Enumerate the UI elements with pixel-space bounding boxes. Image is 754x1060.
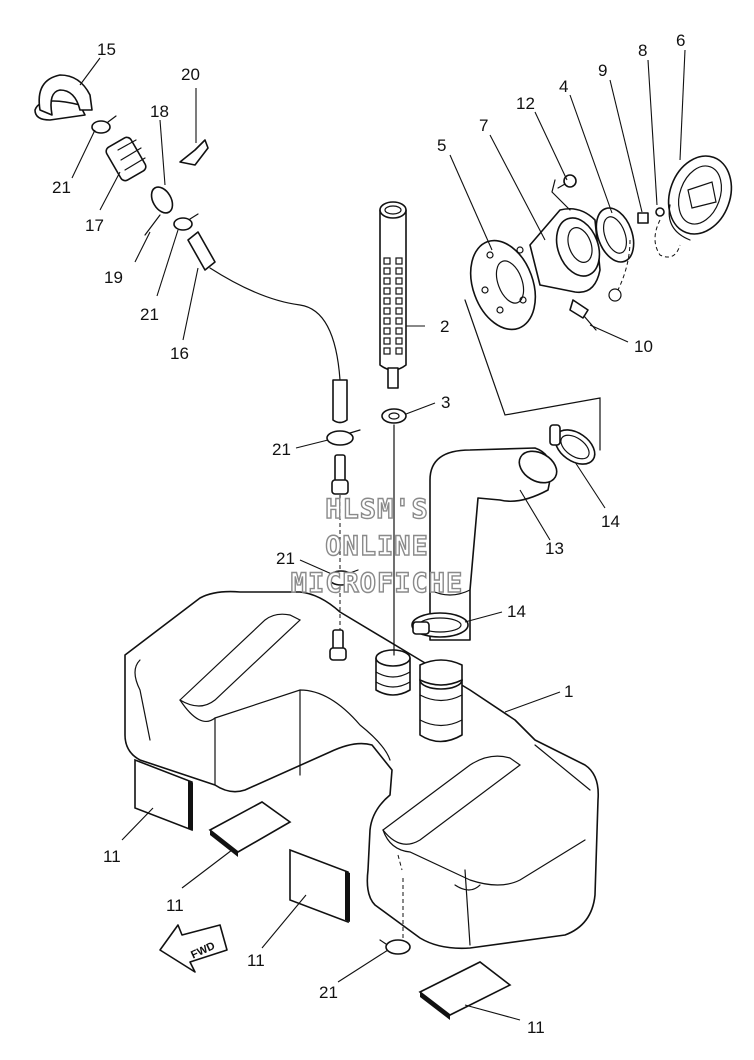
leader-lines [71, 49, 686, 1021]
filler-hose [429, 447, 558, 641]
callout-11-left: 11 [103, 847, 121, 866]
hose-clip-21e [379, 939, 411, 955]
callout-15: 15 [97, 40, 116, 59]
tank-nipple [329, 629, 347, 661]
vent-fitting-lower [331, 454, 349, 630]
hose-clamp-14-lower [411, 612, 469, 638]
washer-8 [655, 207, 665, 217]
check-valve-20 [179, 139, 209, 166]
forward-direction-arrow: FWD [159, 924, 228, 973]
callout-16: 16 [170, 344, 189, 363]
callout-21-middle: 21 [272, 440, 291, 459]
callout-18: 18 [150, 102, 169, 121]
callout-21-top-left: 21 [52, 178, 71, 197]
callout-11-bottom: 11 [527, 1018, 545, 1037]
filler-neck-7 [529, 207, 601, 294]
pad-11d [418, 961, 512, 1020]
vent-valve-17 [105, 136, 147, 182]
filler-gasket-5 [469, 239, 537, 331]
cap-bracket-lines [464, 299, 601, 451]
hose-clip-21b [173, 213, 199, 231]
rivet-10 [569, 299, 597, 331]
callout-10: 10 [634, 337, 653, 356]
hose-clip-21d [328, 569, 359, 586]
callout-6: 6 [676, 31, 685, 50]
vent-clamp-18 [150, 186, 174, 214]
watermark-line-2: ONLINE [325, 531, 429, 562]
vent-hose-16 [187, 231, 348, 424]
callout-7: 7 [479, 116, 488, 135]
hose-clamp-14-upper [549, 424, 596, 465]
callout-4: 4 [559, 77, 568, 96]
callout-14-lower: 14 [507, 602, 526, 621]
callout-13: 13 [545, 539, 564, 558]
callout-3: 3 [441, 393, 450, 412]
tank-filler-neck [419, 659, 463, 743]
callout-5: 5 [437, 136, 446, 155]
watermark-line-3: MICROFICHE [291, 568, 464, 599]
callout-labels: 1 2 3 4 5 6 7 8 9 10 11 11 11 11 12 13 1… [52, 31, 685, 1037]
callout-12: 12 [516, 94, 535, 113]
nut-9 [637, 212, 649, 224]
filler-ring-4 [595, 207, 635, 263]
pad-11b [208, 801, 292, 857]
screw-leader-bracket [551, 179, 571, 211]
vent-connector-19 [144, 214, 161, 236]
callout-8: 8 [638, 41, 647, 60]
callout-20: 20 [181, 65, 200, 84]
watermark: HLSM'S ONLINE MICROFICHE [290, 493, 464, 599]
callout-14-upper: 14 [601, 512, 620, 531]
fuel-tank [124, 590, 600, 950]
hose-clip-21c [326, 429, 361, 446]
callout-17: 17 [85, 216, 104, 235]
filler-cap-6 [667, 155, 733, 241]
callout-21-upper: 21 [140, 305, 159, 324]
callout-11-center: 11 [166, 896, 184, 915]
callout-2: 2 [440, 317, 449, 336]
vent-hose-15 [34, 74, 93, 121]
callout-11-right: 11 [247, 951, 265, 970]
pad-11c [289, 848, 350, 924]
tank-grommet-neck [375, 649, 411, 696]
callout-1: 1 [564, 682, 573, 701]
callout-19: 19 [104, 268, 123, 287]
screw-12 [557, 174, 577, 189]
cap-chain [608, 219, 681, 302]
watermark-line-1: HLSM'S [325, 494, 429, 525]
callout-21-lower: 21 [276, 549, 295, 568]
tank-bottom-nipple [397, 854, 404, 940]
callout-21-bottom: 21 [319, 983, 338, 1002]
grommet-3 [381, 408, 407, 656]
hose-clip-21a [91, 115, 117, 134]
fuel-strainer [379, 201, 407, 389]
callout-9: 9 [598, 61, 607, 80]
